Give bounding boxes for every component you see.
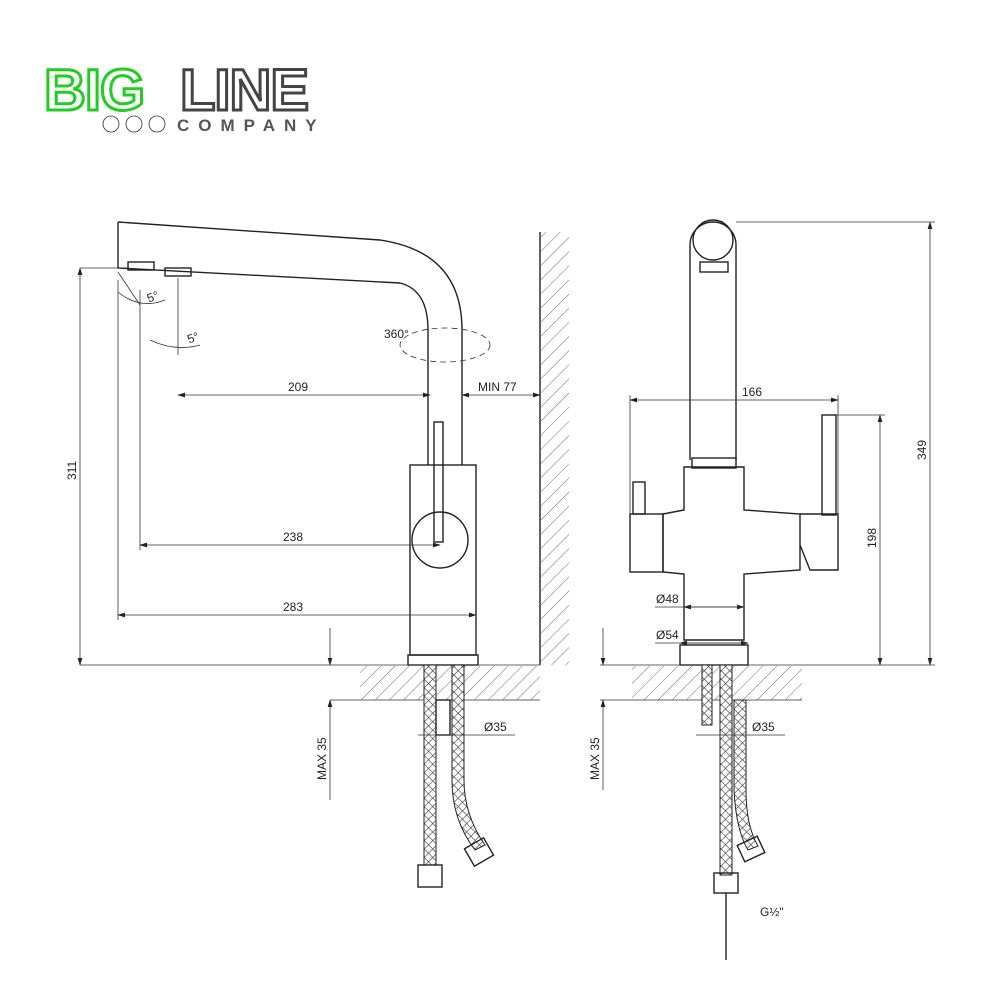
thread-label: G½" <box>760 905 784 919</box>
spout-tube <box>689 221 737 460</box>
dim-198: 198 <box>865 528 879 548</box>
rotation-label: 360° <box>384 327 409 341</box>
mixer-body <box>662 466 801 641</box>
dim-311: 311 <box>65 461 79 480</box>
dim-d48: Ø48 <box>656 592 679 606</box>
spout-outline <box>117 221 463 465</box>
logo-big: BIG <box>44 58 144 123</box>
logo-line: LINE <box>180 58 308 123</box>
dim-d35: Ø35 <box>752 720 775 734</box>
logo: BIG LINE COMPANY <box>43 57 326 136</box>
rotation-ellipse <box>399 327 491 363</box>
lever-handle <box>821 414 837 516</box>
side-knob <box>632 481 646 515</box>
dim-283: 283 <box>283 600 303 614</box>
dim-d35: Ø35 <box>484 720 507 734</box>
logo-circle-icon <box>102 115 120 133</box>
logo-tagline: COMPANY <box>177 116 326 135</box>
dim-d54: Ø54 <box>656 628 679 642</box>
dim-min-77: MIN 77 <box>478 380 517 394</box>
side-view: 360° 5° 5° 311 283 238 <box>65 221 569 888</box>
dim-166: 166 <box>742 385 762 399</box>
wall-hatch <box>541 232 569 665</box>
front-view: G½" 166 349 198 Ø48 Ø54 MAX 35 Ø35 <box>588 219 935 960</box>
dim-209: 209 <box>288 380 308 394</box>
dim-238: 238 <box>283 530 303 544</box>
logo-circle-icon <box>125 115 143 133</box>
dim-max-35: MAX 35 <box>315 737 329 780</box>
dim-max-35: MAX 35 <box>588 737 602 780</box>
logo-circle-icon <box>148 115 166 133</box>
angle-label: 5° <box>185 329 201 346</box>
lever-handle <box>433 421 444 543</box>
angle-label: 5° <box>145 288 161 305</box>
dim-349: 349 <box>915 440 929 460</box>
